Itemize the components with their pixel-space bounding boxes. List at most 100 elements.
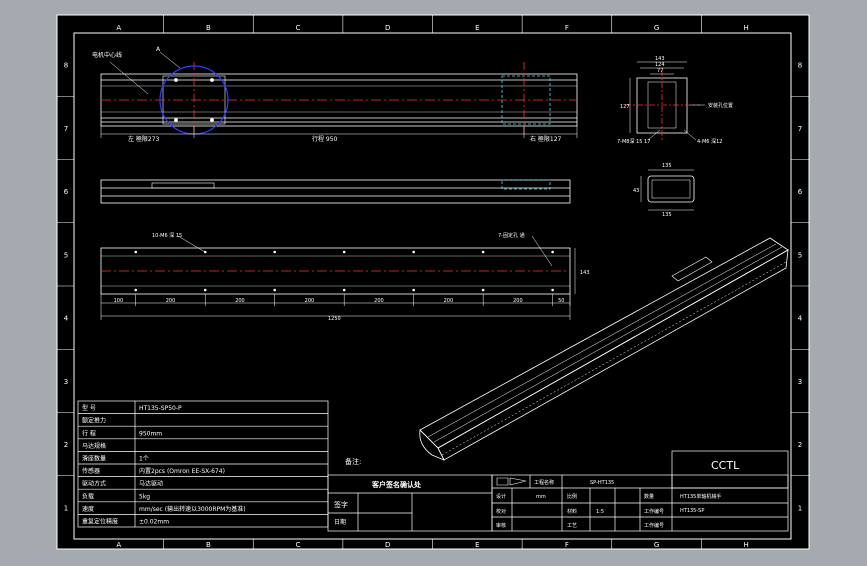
segment-label: 200 <box>305 298 315 304</box>
spec-row-label: 额定推力 <box>82 417 106 425</box>
mount-hole <box>412 288 415 292</box>
zone-number-left: 6 <box>64 188 69 196</box>
sec-w-inner: 77 <box>657 68 663 74</box>
title-drawing-label-2: 工作编号 <box>644 522 664 529</box>
sec-label-install: 安装孔位置 <box>708 102 733 109</box>
approval-remark: 备注: <box>345 457 361 466</box>
spec-row-label: 传感器 <box>82 467 100 475</box>
spec-row-label: 负载 <box>82 492 94 500</box>
segment-label: 200 <box>513 298 523 304</box>
zone-letter-bottom: F <box>565 541 569 549</box>
zone-number-right: 1 <box>798 504 802 512</box>
end-w-bottom: 135 <box>662 212 672 218</box>
spec-row-value: ±0.02mm <box>139 518 169 525</box>
mount-hole <box>203 288 207 292</box>
end-view <box>640 169 695 211</box>
mount-hole <box>134 250 138 254</box>
mount-hole <box>342 288 346 292</box>
spec-row-value: HT135-SP50-P <box>139 405 182 412</box>
isometric-view <box>419 237 789 461</box>
zone-letter-top: G <box>654 24 659 32</box>
mount-hole <box>273 250 277 254</box>
mount-hole <box>342 250 346 254</box>
zone-number-left: 4 <box>64 315 69 323</box>
zone-letter-bottom: G <box>654 541 659 549</box>
mount-hole <box>551 250 554 254</box>
title-project-label: 工程名称 <box>534 479 554 486</box>
sheet-outer-border <box>56 14 810 550</box>
sec-w-mid: 124 <box>655 62 665 68</box>
sec-h-left: 127 <box>620 104 630 110</box>
zone-letter-bottom: H <box>744 541 749 549</box>
zone-letter-top: D <box>385 24 390 32</box>
title-drawing-name: HT135单轴机械手 <box>680 493 721 500</box>
zone-letter-top: C <box>296 24 301 32</box>
bot-total: 1250 <box>328 316 341 322</box>
mount-hole <box>134 288 138 292</box>
section-view <box>625 61 705 141</box>
segment-label: 200 <box>166 298 176 304</box>
spec-row-label: 重复定位精度 <box>82 517 118 525</box>
zone-number-left: 2 <box>64 441 68 449</box>
title-company: CCTL <box>711 459 740 472</box>
side-view <box>100 179 571 204</box>
mount-hole <box>273 288 277 292</box>
mount-hole <box>203 250 207 254</box>
zone-number-right: 3 <box>798 378 802 386</box>
title-approve: 审核 <box>496 522 506 529</box>
zone-number-left: 8 <box>64 62 68 70</box>
zone-letter-top: B <box>206 24 211 32</box>
end-h-left: 43 <box>633 188 639 194</box>
spec-row-label: 驱动方式 <box>82 480 106 488</box>
zone-letter-top: E <box>475 24 479 32</box>
bot-label-holes: 10-M6 深 15 <box>152 232 182 239</box>
approval-customer: 客户签名确认处 <box>371 480 422 489</box>
zone-number-left: 7 <box>64 125 68 133</box>
segment-label: 100 <box>114 298 124 304</box>
segment-label: 200 <box>374 298 384 304</box>
zone-letter-top: H <box>744 24 749 32</box>
zone-number-right: 4 <box>798 315 803 323</box>
zone-number-right: 8 <box>798 62 802 70</box>
end-w-top: 135 <box>662 163 672 169</box>
spec-row-label: 行 程 <box>82 429 96 437</box>
spec-row-label: 型 号 <box>82 404 96 412</box>
projection-symbol-icon <box>496 477 527 486</box>
label-a: A <box>156 46 161 53</box>
side-view-body <box>100 179 571 204</box>
spec-row-value: 马达驱动 <box>139 480 163 488</box>
zone-letter-top: A <box>116 24 121 32</box>
zone-number-right: 6 <box>798 188 803 196</box>
segment-label: 200 <box>444 298 454 304</box>
bottom-holes <box>134 250 554 292</box>
spec-row-value: 950mm <box>139 430 162 437</box>
spec-row-value: 1个 <box>139 455 149 462</box>
title-drawing-label: 工作编号 <box>644 508 664 515</box>
title-scale-val: 1:5 <box>596 509 604 515</box>
sec-w-top: 143 <box>655 56 665 62</box>
title-project-value: SP-HT135 <box>590 480 614 486</box>
bot-label-right-holes: 7-固定孔 通 <box>498 232 525 239</box>
bot-height: 143 <box>580 270 590 276</box>
spec-row-label: 马达规格 <box>82 442 106 450</box>
spec-row-value: 内置2pcs (Omron EE-SX-674) <box>139 467 225 475</box>
zone-letter-bottom: D <box>385 541 390 549</box>
title-craft: 工艺 <box>567 523 577 529</box>
zone-ticks <box>57 15 809 549</box>
spec-row-label: 滑座数量 <box>82 454 106 462</box>
segment-label: 50 <box>558 298 564 304</box>
zone-number-right: 2 <box>798 441 802 449</box>
zone-number-right: 5 <box>798 251 802 259</box>
title-scale: 比例 <box>567 493 577 500</box>
zone-letter-bottom: E <box>475 541 479 549</box>
mount-hole <box>412 250 415 254</box>
title-drawing-no: HT135-SP <box>680 508 704 514</box>
zone-letter-bottom: A <box>116 541 121 549</box>
zone-number-left: 1 <box>64 504 68 512</box>
